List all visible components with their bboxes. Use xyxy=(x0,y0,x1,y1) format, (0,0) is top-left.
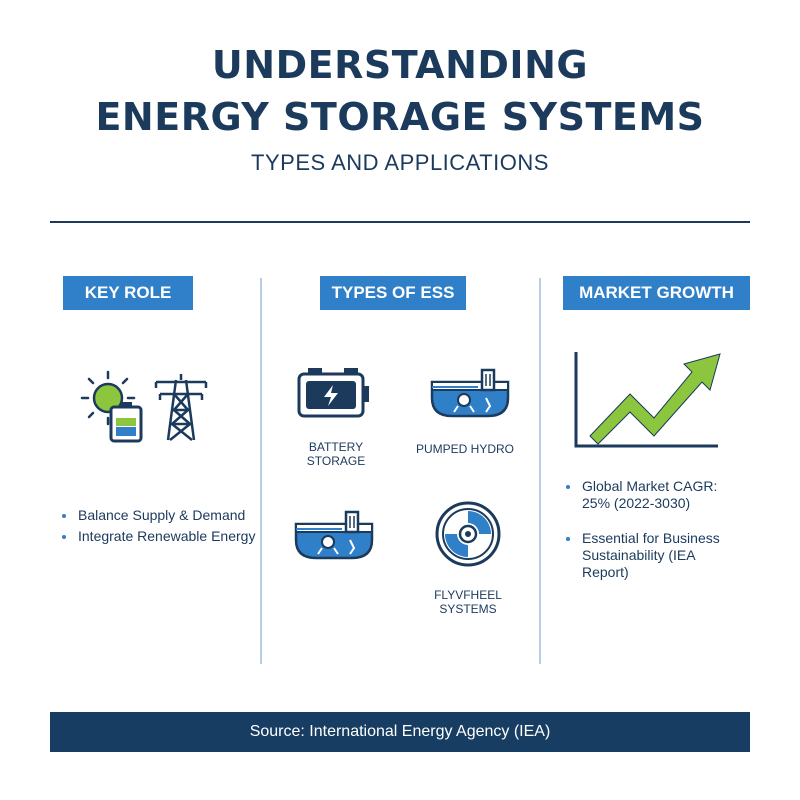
list-item: Integrate Renewable Energy xyxy=(62,528,255,545)
flywheel-icon xyxy=(435,501,501,567)
column-divider-right xyxy=(539,278,541,664)
column-divider-left xyxy=(260,278,262,664)
market-growth-heading: MARKET GROWTH xyxy=(563,276,750,310)
market-list: Global Market CAGR: 25% (2022-3030) Esse… xyxy=(566,478,736,585)
source-footer: Source: International Energy Agency (IEA… xyxy=(50,712,750,752)
type-label-flywheel: FLYVFHEEL SYSTEMS xyxy=(434,588,502,616)
page-subtitle: TYPES AND APPLICATIONS xyxy=(251,150,549,175)
type-label-battery: BATTERY STORAGE xyxy=(306,440,366,468)
list-item: Global Market CAGR: 25% (2022-3030) xyxy=(566,478,736,512)
power-tower-icon xyxy=(154,374,208,441)
header-divider xyxy=(50,221,750,223)
key-role-heading: KEY ROLE xyxy=(63,276,193,310)
growth-chart-icon xyxy=(574,352,721,448)
battery-storage-icon xyxy=(297,368,369,418)
type-label-pumped-hydro: PUMPED HYDRO xyxy=(415,442,514,456)
page-title-line2: ENERGY STORAGE SYSTEMS xyxy=(95,95,705,139)
sun-icon xyxy=(80,370,136,426)
list-item: Balance Supply & Demand xyxy=(62,507,255,524)
pumped-hydro-icon xyxy=(430,368,510,418)
battery-icon xyxy=(109,402,143,443)
pumped-hydro-icon xyxy=(294,510,374,560)
types-heading: TYPES OF ESS xyxy=(320,276,466,310)
page-title-line1: UNDERSTANDING xyxy=(211,43,589,87)
list-item: Essential for Business Sustainability (I… xyxy=(566,530,736,581)
key-role-list: Balance Supply & Demand Integrate Renewa… xyxy=(62,507,255,549)
